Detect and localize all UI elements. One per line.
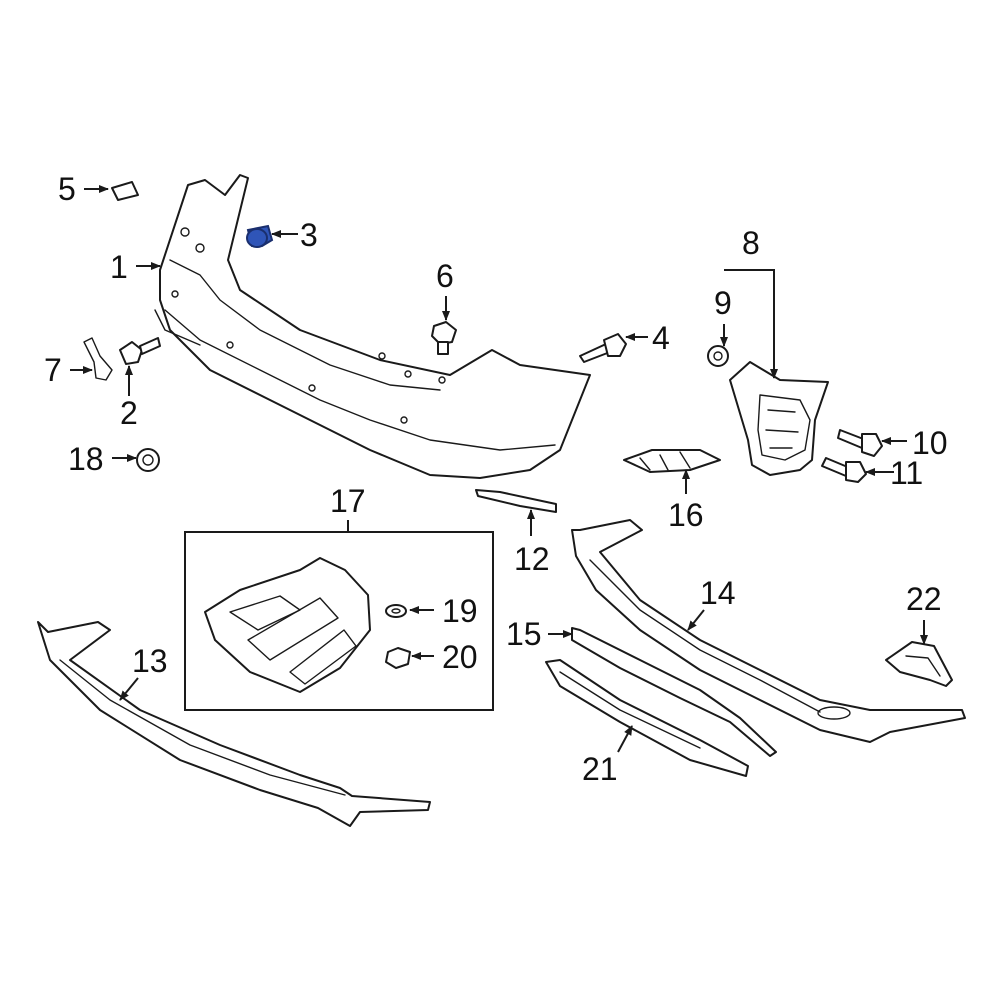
bumper-cover-part[interactable] — [154, 174, 591, 479]
callout-2: 2 — [120, 395, 138, 431]
reflector-part-22[interactable] — [885, 641, 953, 687]
callout-5: 5 — [58, 171, 76, 207]
callout-20: 20 — [442, 639, 478, 675]
nut-part-20[interactable] — [385, 647, 411, 669]
bolt-part-6[interactable] — [431, 321, 457, 355]
callout-12: 12 — [514, 541, 550, 577]
callout-labels: 5 3 1 6 4 7 2 18 8 9 10 11 16 12 17 19 2… — [44, 171, 948, 787]
push-pin-part-3[interactable] — [246, 224, 274, 248]
callout-13: 13 — [132, 643, 168, 679]
inset-box-17 — [184, 531, 494, 711]
callout-4: 4 — [652, 320, 670, 356]
screw-part-4[interactable] — [579, 333, 627, 363]
trim-strip-part-15[interactable] — [571, 627, 777, 757]
callout-10: 10 — [912, 425, 948, 461]
callout-8: 8 — [742, 225, 760, 261]
lower-valance-part-14[interactable] — [571, 519, 966, 743]
callout-14: 14 — [700, 575, 736, 611]
callout-21: 21 — [582, 751, 618, 787]
undertray-part-17[interactable] — [204, 557, 371, 693]
callout-6: 6 — [436, 258, 454, 294]
reflector-part-16[interactable] — [623, 449, 721, 473]
callout-1: 1 — [110, 249, 128, 285]
pad-part-5[interactable] — [111, 181, 139, 201]
washer-part-19[interactable] — [385, 604, 407, 618]
screw-part-2[interactable] — [119, 337, 161, 365]
trim-strip-part-12[interactable] — [475, 489, 557, 513]
leaders — [70, 185, 928, 753]
lower-valance-part-13[interactable] — [37, 621, 431, 827]
bracket-part-8[interactable] — [729, 361, 829, 476]
bolt-part-11[interactable] — [821, 457, 867, 483]
bolt-part-10[interactable] — [837, 429, 883, 457]
callout-19: 19 — [442, 593, 478, 629]
grommet-part-18[interactable] — [136, 448, 160, 472]
callout-18: 18 — [68, 441, 104, 477]
callout-3: 3 — [300, 217, 318, 253]
callout-22: 22 — [906, 581, 942, 617]
trim-strip-part-21[interactable] — [545, 659, 749, 777]
clip-part-7[interactable] — [83, 337, 113, 381]
callout-11: 11 — [890, 455, 923, 491]
callout-9: 9 — [714, 285, 732, 321]
callout-17: 17 — [330, 483, 366, 519]
callout-15: 15 — [506, 616, 542, 652]
nut-part-9[interactable] — [707, 345, 729, 367]
callout-16: 16 — [668, 497, 704, 533]
callout-7: 7 — [44, 352, 62, 388]
